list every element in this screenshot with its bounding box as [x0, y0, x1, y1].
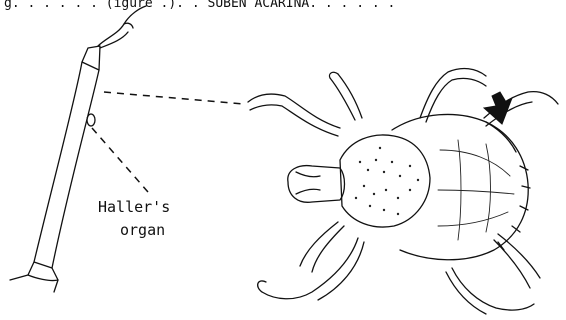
- tick-body-outline: [392, 114, 528, 259]
- tick-leg-2-left-tip: [329, 72, 338, 78]
- tick-leg-4-left-tip: [258, 281, 266, 292]
- tick-capitulum: [288, 166, 345, 203]
- arrow-icon: [484, 92, 512, 124]
- hallers-organ-label-line1: Haller's: [98, 198, 170, 216]
- tick-leg-3-right: [494, 234, 540, 288]
- tick-scutum: [340, 135, 430, 227]
- tick-groove-3: [438, 212, 508, 226]
- leg-segment-outline: [34, 62, 99, 268]
- tick-scutum-punctations: [355, 147, 419, 215]
- tick-leg-1-left-inner: [250, 105, 338, 136]
- tick-leg-3-left: [300, 222, 344, 272]
- leader-line-to-tick: [104, 92, 244, 104]
- tick-dorsal-view: [248, 69, 558, 314]
- tick-leg-4-right: [446, 268, 534, 314]
- hallers-organ-pit: [87, 114, 95, 126]
- claw: [98, 6, 146, 46]
- leader-line-to-label: [92, 128, 148, 192]
- tick-groove-2: [438, 190, 514, 194]
- tick-leg-2-left: [330, 74, 362, 120]
- enlarged-leg: [10, 6, 146, 292]
- tick-palps: [296, 172, 320, 194]
- tick-groove-1: [440, 150, 510, 176]
- tick-leg-1-left: [248, 94, 340, 128]
- hallers-organ-label-line2: organ: [120, 221, 165, 239]
- claw-tip: [124, 23, 133, 28]
- tick-festoons: [486, 122, 530, 250]
